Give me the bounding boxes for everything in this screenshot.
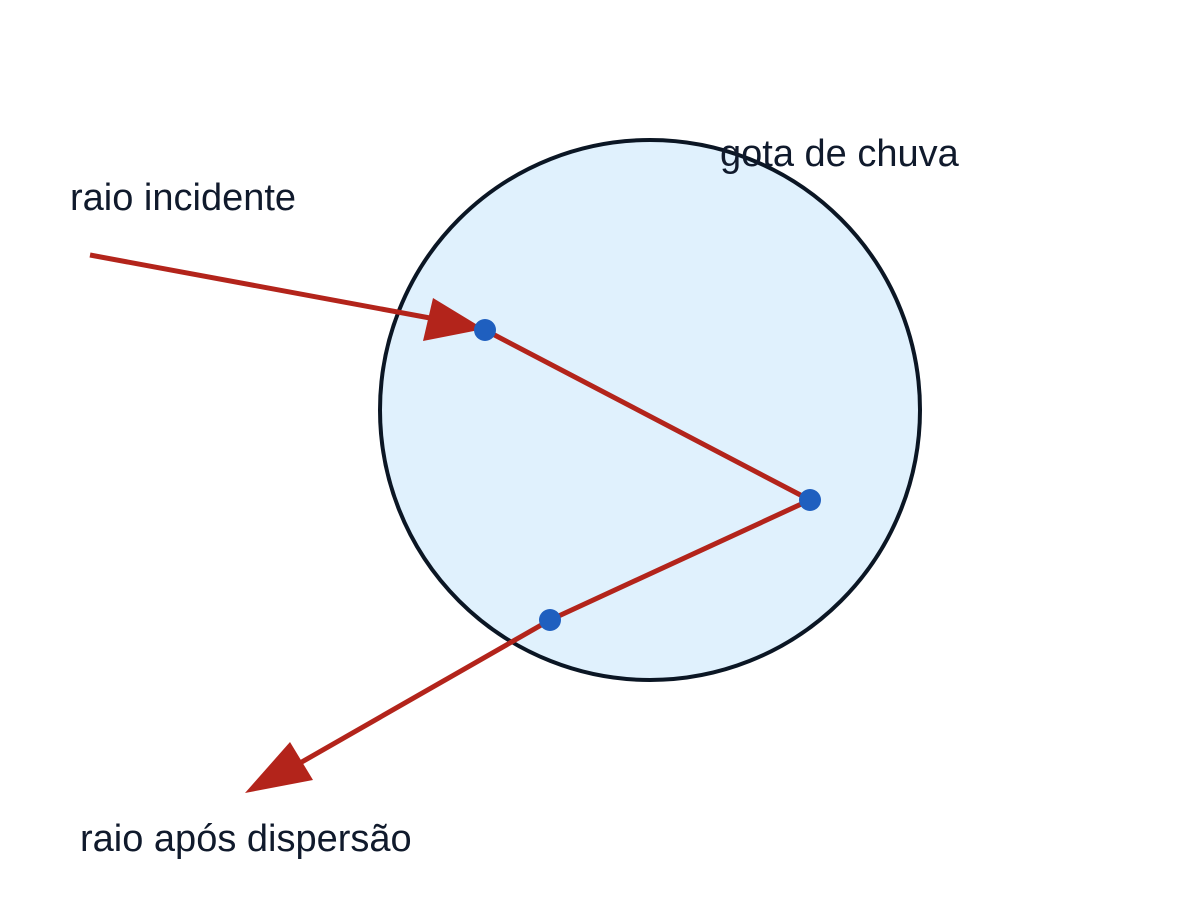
raindrop-label: gota de chuva [720,133,960,175]
entry-point [474,319,496,341]
incident-ray-arrowhead [423,298,484,341]
reflection-point [799,489,821,511]
exit-point [539,609,561,631]
scattered-ray-arrowhead [245,742,313,793]
scattered-ray-label: raio após dispersão [80,818,412,860]
internal-ray-segment-2 [547,497,813,623]
incident-ray-line [89,252,431,321]
scattered-ray-line [298,617,552,766]
internal-ray-segment-1 [482,327,813,503]
raindrop-circle [378,138,922,682]
incident-ray-label: raio incidente [70,177,296,219]
